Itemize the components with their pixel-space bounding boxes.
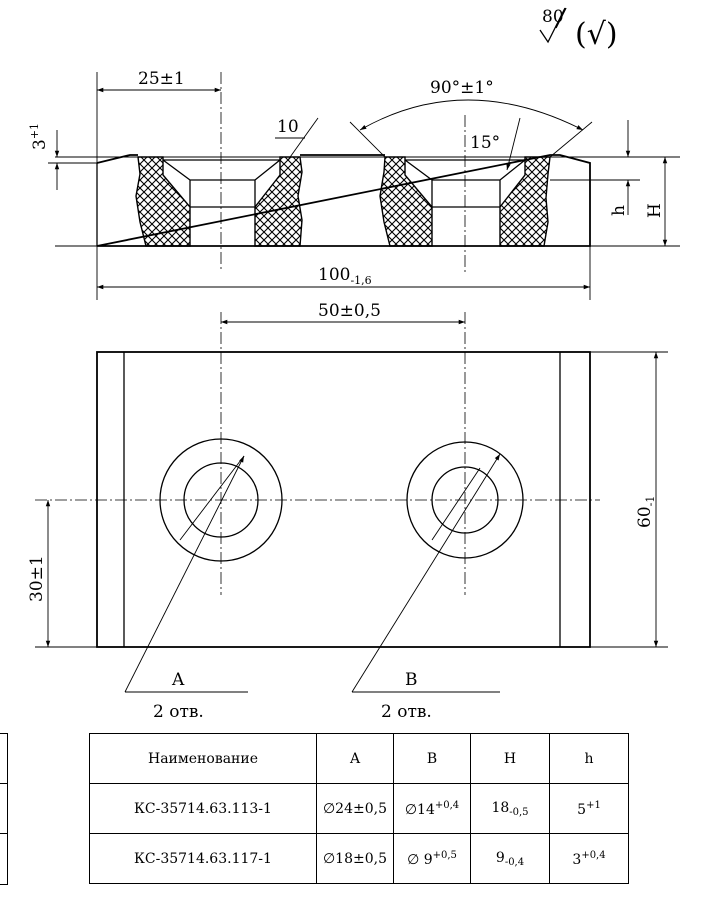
- cell-B: ∅14+0,4: [393, 783, 471, 834]
- section-left-inner: [254, 156, 303, 247]
- dim-hole-spacing: 50±0,5: [318, 301, 381, 321]
- leader-B-letter: B: [405, 670, 418, 690]
- plan-view: 50±0,5 60-1 30±1 A 2 отв. B 2 отв.: [27, 301, 668, 722]
- section-view: 25±1 3+1 10 90°±1° 15° h H 100-1,6: [28, 69, 680, 300]
- dim-centerline-offset: 30±1: [27, 555, 47, 602]
- section-left-outer: [135, 156, 191, 247]
- cell-name: КС-35714.63.113-1: [89, 783, 317, 834]
- cropped-table-edge: [0, 733, 8, 885]
- cell-A: ∅18±0,5: [316, 833, 394, 884]
- header-A: A: [316, 733, 394, 784]
- cell-name: КС-35714.63.117-1: [89, 833, 317, 884]
- dim-length: 100-1,6: [318, 265, 372, 287]
- section-right-outer: [379, 156, 433, 247]
- roughness-symbol: 80 (√): [539, 7, 618, 52]
- cell-A: ∅24±0,5: [316, 783, 394, 834]
- dim-chamfer-depth: 3+1: [28, 123, 50, 150]
- header-name: Наименование: [89, 733, 317, 784]
- dim-countersink-angle: 90°±1°: [430, 78, 494, 98]
- roughness-parenthesized-symbol: (√): [575, 17, 618, 52]
- cell-H: 18-0,5: [470, 783, 550, 834]
- header-H: H: [470, 733, 550, 784]
- cell-B: ∅ 9+0,5: [393, 833, 471, 884]
- cell-h: 3+0,4: [549, 833, 629, 884]
- leader-A-note: 2 отв.: [153, 702, 204, 722]
- dim-edge-to-hole: 25±1: [138, 69, 185, 89]
- table-row: КС-35714.63.117-1 ∅18±0,5 ∅ 9+0,5 9-0,4 …: [89, 833, 629, 884]
- label-H: H: [645, 203, 665, 218]
- label-h: h: [609, 205, 629, 216]
- cell-h: 5+1: [549, 783, 629, 834]
- header-B: B: [393, 733, 471, 784]
- leader-A-letter: A: [171, 670, 185, 690]
- cell-H: 9-0,4: [470, 833, 550, 884]
- leader-B-note: 2 отв.: [381, 702, 432, 722]
- header-h: h: [549, 733, 629, 784]
- dim-chamfer-width: 10: [277, 117, 299, 137]
- table-row: КС-35714.63.113-1 ∅24±0,5 ∅14+0,4 18-0,5…: [89, 783, 629, 834]
- section-right-inner: [499, 156, 551, 247]
- roughness-value: 80: [542, 7, 564, 27]
- dim-bevel-angle: 15°: [470, 133, 500, 153]
- table-header-row: Наименование A B H h: [89, 733, 629, 784]
- dim-width: 60-1: [635, 496, 657, 528]
- spec-table: Наименование A B H h КС-35714.63.113-1 ∅…: [89, 733, 629, 884]
